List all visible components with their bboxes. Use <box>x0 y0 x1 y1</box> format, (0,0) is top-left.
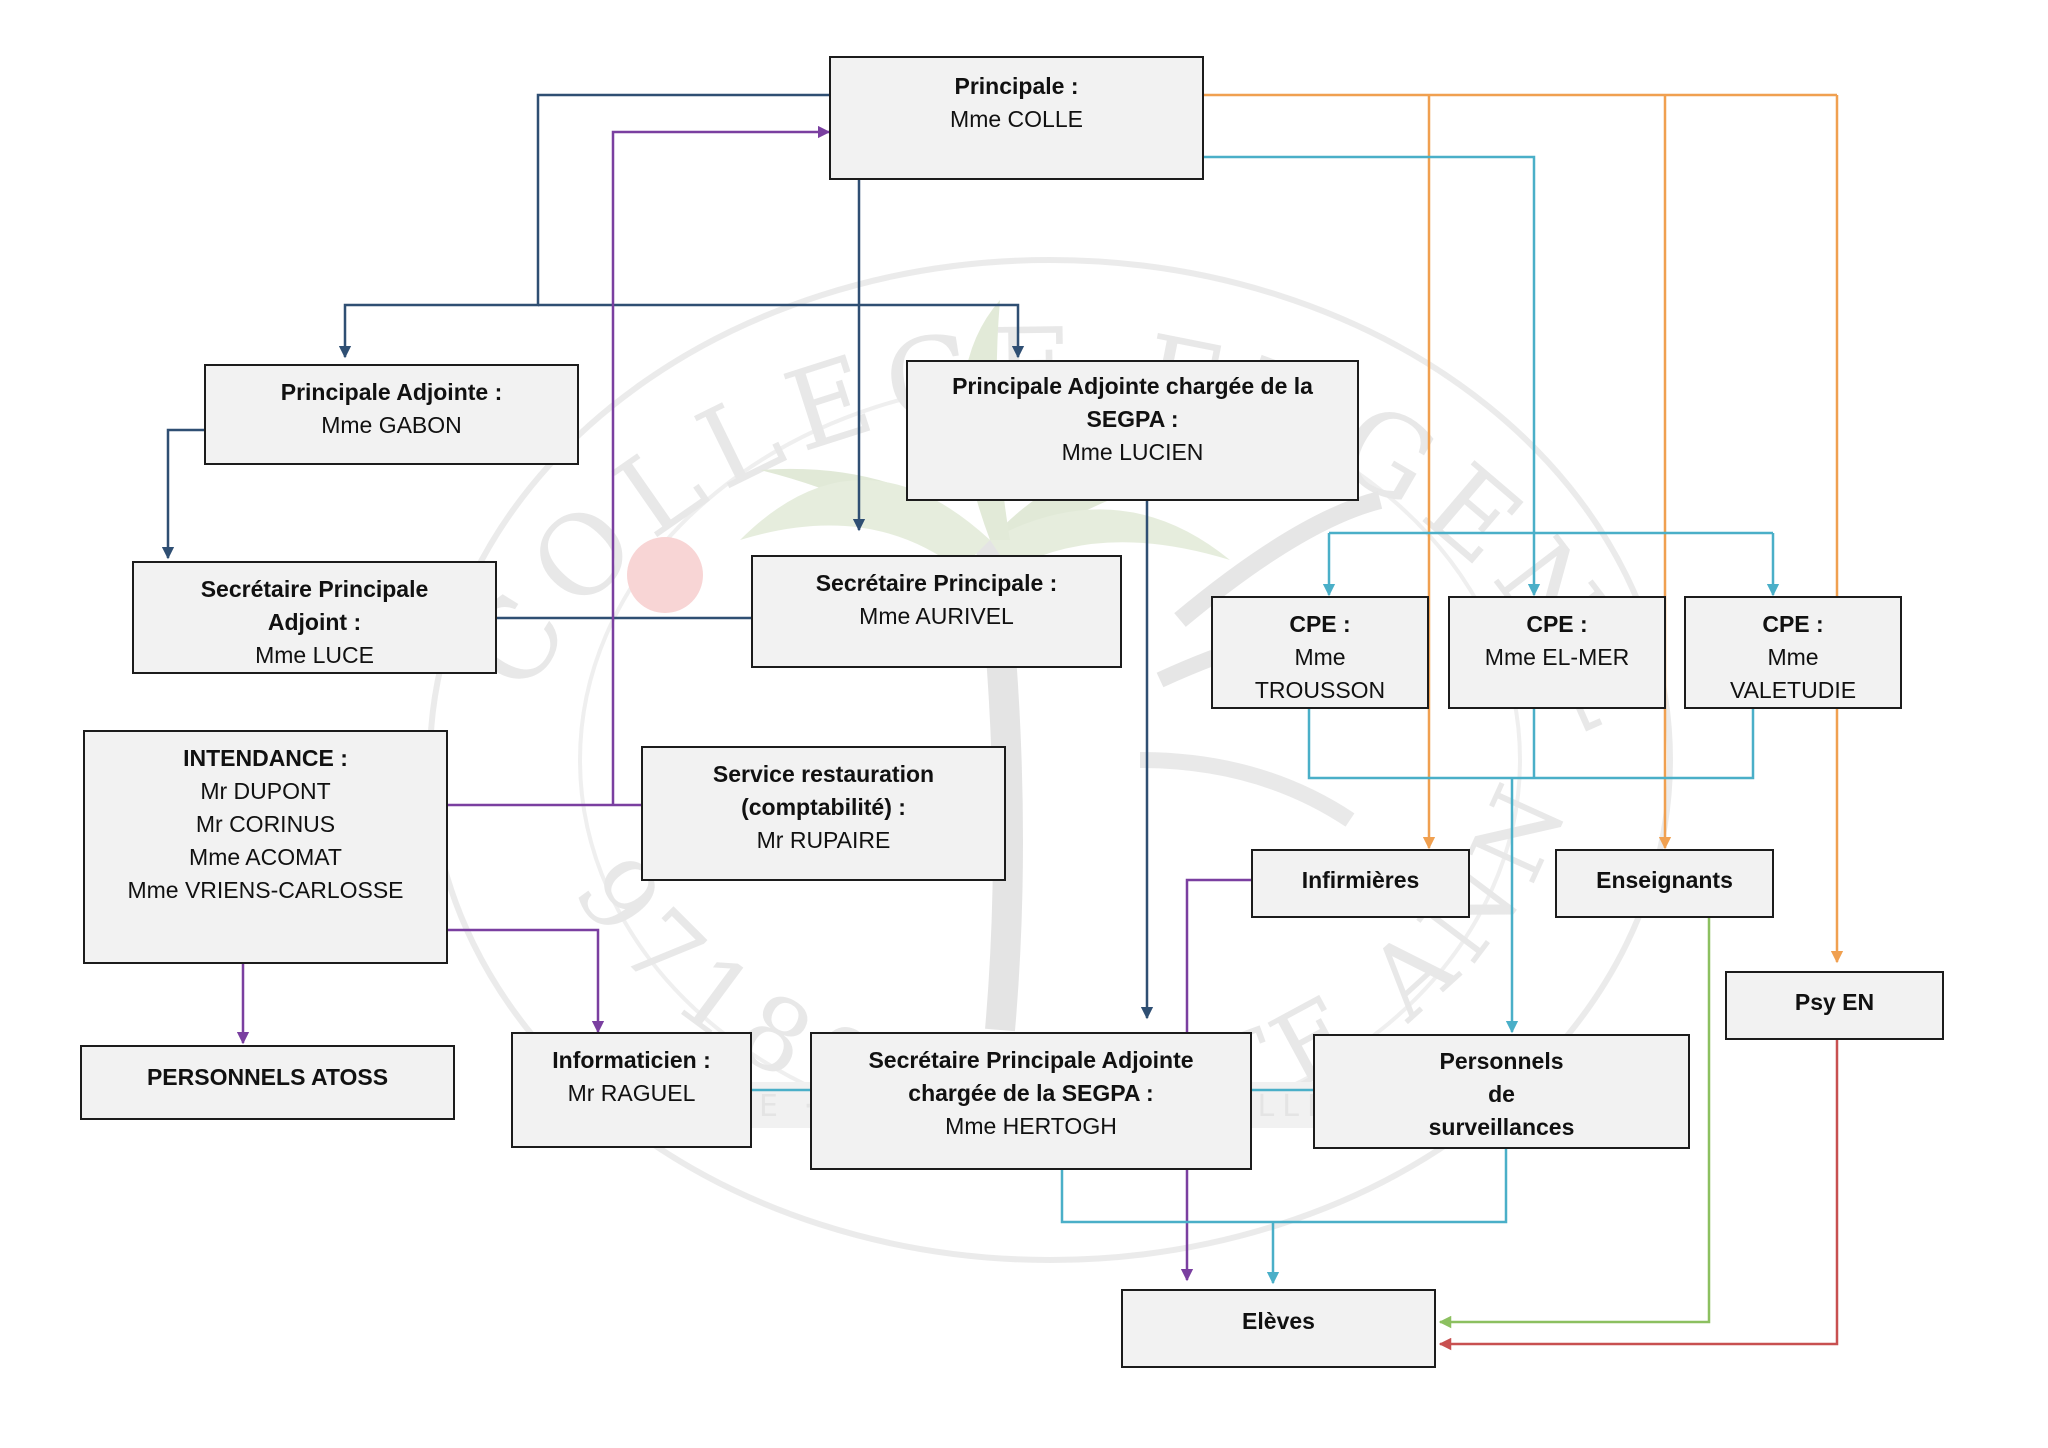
node-sec-segpa-title-2: chargée de la SEGPA : <box>908 1080 1154 1106</box>
node-cpe-2-name: Mme EL-MER <box>1484 644 1630 670</box>
node-psy-title: Psy EN <box>1794 989 1875 1015</box>
node-intendance-title: INTENDANCE : <box>183 745 348 771</box>
node-intendance: INTENDANCE : Mr DUPONT Mr CORINUS Mme AC… <box>83 730 448 964</box>
node-cpe-3-title: CPE : <box>1762 611 1824 637</box>
node-cpe-3-name-1: Mme <box>1767 644 1819 670</box>
node-informaticien-title: Informaticien : <box>552 1047 711 1073</box>
node-cpe-el-mer: CPE : Mme EL-MER <box>1448 596 1666 709</box>
node-eleves: Elèves <box>1121 1289 1436 1368</box>
node-secretaire-principale-adjoint: Secrétaire Principale Adjoint : Mme LUCE <box>132 561 497 674</box>
node-restauration-title-1: Service restauration <box>712 761 935 787</box>
node-sec-principale-name: Mme AURIVEL <box>859 603 1014 629</box>
node-infirmieres: Infirmières <box>1251 849 1470 918</box>
node-cpe-valetudie: CPE : Mme VALETUDIE <box>1684 596 1902 709</box>
node-personnels-surveillance: Personnels de surveillances <box>1313 1034 1690 1149</box>
node-cpe-1-title: CPE : <box>1289 611 1351 637</box>
node-service-restauration: Service restauration (comptabilité) : Mr… <box>641 746 1006 881</box>
node-enseignants: Enseignants <box>1555 849 1774 918</box>
node-informaticien: Informaticien : Mr RAGUEL <box>511 1032 752 1148</box>
node-psy-en: Psy EN <box>1725 971 1944 1040</box>
node-enseignants-title: Enseignants <box>1596 867 1733 893</box>
node-segpa-title-1: Principale Adjointe chargée de la <box>952 373 1313 399</box>
node-intendance-member: Mr DUPONT <box>200 778 331 804</box>
node-intendance-member: Mr CORINUS <box>195 811 336 837</box>
node-sec-adjoint-name: Mme LUCE <box>255 642 374 668</box>
edge-adjointe-to-secretaire-adjoint <box>161 428 204 560</box>
node-principale: Principale : Mme COLLE <box>829 56 1204 180</box>
node-informaticien-name: Mr RAGUEL <box>567 1080 696 1106</box>
node-surveillance-title-2: de <box>1488 1081 1515 1107</box>
node-segpa-name: Mme LUCIEN <box>1061 439 1204 465</box>
edge-intendance-to-informaticien <box>447 928 605 1034</box>
node-intendance-member: Mme VRIENS-CARLOSSE <box>127 877 404 903</box>
edge-cpe-bottom-bus <box>1307 708 1755 780</box>
node-cpe-1-name-1: Mme <box>1294 644 1346 670</box>
node-segpa-title-2: SEGPA : <box>1086 406 1179 432</box>
node-intendance-member: Mme ACOMAT <box>189 844 342 870</box>
edge-psy-to-eleves <box>1438 1040 1839 1351</box>
node-eleves-title: Elèves <box>1242 1308 1315 1334</box>
node-sec-adjoint-title-1: Secrétaire Principale <box>200 576 429 602</box>
node-restauration-title-2: (comptabilité) : <box>741 794 906 820</box>
node-secretaire-principale: Secrétaire Principale : Mme AURIVEL <box>751 555 1122 668</box>
node-sec-adjoint-title-2: Adjoint : <box>267 609 362 635</box>
node-principale-adjointe-segpa: Principale Adjointe chargée de la SEGPA … <box>906 360 1359 501</box>
node-principale-adjointe: Principale Adjointe : Mme GABON <box>204 364 579 465</box>
node-principale-name: Mme COLLE <box>950 106 1083 132</box>
node-personnels-atoss: PERSONNELS ATOSS <box>80 1045 455 1120</box>
edge-principale-to-adjointe <box>338 93 829 359</box>
node-cpe-3-name-2: VALETUDIE <box>1729 677 1857 703</box>
red-circle-icon <box>627 537 703 613</box>
node-restauration-name: Mr RUPAIRE <box>756 827 891 853</box>
node-surveillance-title-1: Personnels <box>1439 1048 1564 1074</box>
node-infirmieres-title: Infirmières <box>1301 867 1420 893</box>
edge-enseignants-to-eleves <box>1438 918 1711 1329</box>
node-cpe-1-name-2: TROUSSON <box>1254 677 1386 703</box>
node-cpe-trousson: CPE : Mme TROUSSON <box>1211 596 1429 709</box>
node-sec-segpa-name: Mme HERTOGH <box>945 1113 1117 1139</box>
edge-principale-to-adjointe-segpa <box>538 303 1025 359</box>
node-principale-title: Principale : <box>954 73 1079 99</box>
node-sec-segpa-title-1: Secrétaire Principale Adjointe <box>868 1047 1194 1073</box>
node-sec-principale-title: Secrétaire Principale : <box>815 570 1058 596</box>
node-cpe-2-title: CPE : <box>1526 611 1588 637</box>
node-principale-adjointe-title: Principale Adjointe : <box>280 379 503 405</box>
node-surveillance-title-3: surveillances <box>1428 1114 1575 1140</box>
node-secretaire-segpa: Secrétaire Principale Adjointe chargée d… <box>810 1032 1252 1170</box>
node-principale-adjointe-name: Mme GABON <box>321 412 462 438</box>
edge-principale-to-cpe <box>1203 155 1541 597</box>
edge-intendance-to-principale <box>447 132 829 807</box>
node-atoss-title: PERSONNELS ATOSS <box>146 1064 389 1090</box>
edge-bottom-bus <box>1060 1148 1508 1224</box>
